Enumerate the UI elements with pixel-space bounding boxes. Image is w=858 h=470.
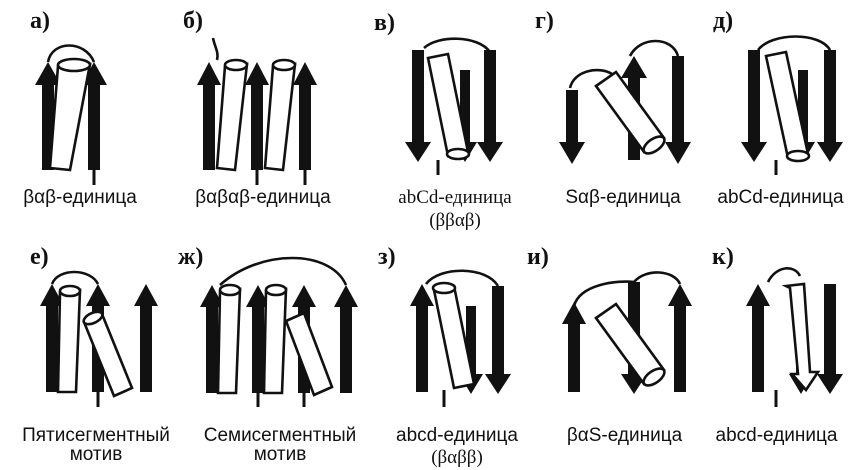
panel-k-caption: abcd-единица: [704, 425, 849, 447]
panel-v-diagram: [398, 30, 508, 180]
panel-i-diagram: [562, 262, 692, 412]
alpha-helix-cylinder: [265, 64, 295, 170]
alpha-helix-cylinder: [217, 64, 247, 170]
panel-z-diagram: [404, 262, 514, 412]
panel-a-caption: βαβ-единица: [15, 187, 145, 209]
panel-i-letter: и): [527, 244, 549, 271]
panel-g-letter: г): [535, 8, 554, 35]
panel-g-caption: Sαβ-единица: [553, 187, 693, 209]
panel-v-letter: в): [374, 10, 395, 37]
panel-v-subcaption: (ββαβ): [380, 210, 530, 232]
panel-e-diagram: [40, 262, 170, 412]
panel-b-diagram: [195, 30, 335, 200]
panel-e-subcaption: мотив: [6, 444, 186, 466]
panel-i-caption: βαS-единица: [552, 425, 697, 447]
panel-zh-diagram: [200, 255, 360, 415]
panel-zh-subcaption: мотив: [190, 444, 370, 466]
panel-z-subcaption: (βαββ): [382, 447, 532, 469]
panel-z-letter: з): [378, 244, 396, 271]
beta-strand-arrow: [293, 62, 317, 170]
panel-d-letter: д): [713, 8, 733, 35]
alpha-helix-cylinder: [50, 64, 90, 170]
panel-v-caption: abCd-единица: [380, 187, 530, 209]
panel-b-caption: βαβαβ-единица: [178, 187, 348, 209]
panel-d-diagram: [736, 30, 846, 180]
helix-end-ellipse: [58, 59, 90, 71]
panel-k-diagram: [740, 262, 850, 412]
panel-k-letter: к): [712, 244, 734, 271]
panel-a-diagram: [30, 30, 130, 200]
panel-g-diagram: [560, 30, 690, 180]
panel-d-caption: abCd-единица: [708, 187, 853, 209]
panel-z-caption: abcd-единица: [382, 425, 532, 447]
